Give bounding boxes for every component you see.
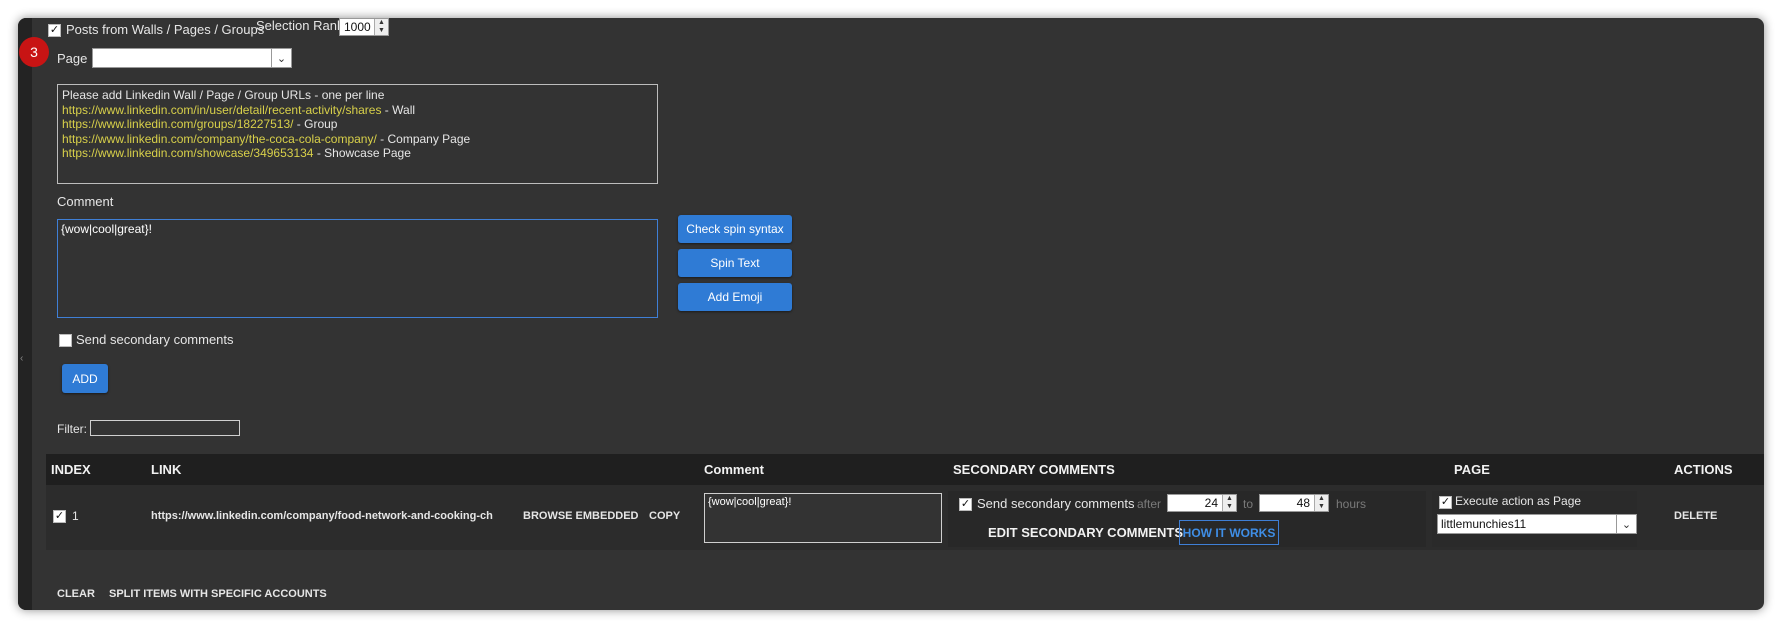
execute-as-page-checkbox[interactable]: ✓ bbox=[1439, 496, 1452, 509]
spin-text-button[interactable]: Spin Text bbox=[678, 249, 792, 277]
row-index: 1 bbox=[72, 509, 79, 523]
row-secondary-label: Send secondary comments bbox=[977, 496, 1135, 511]
urls-textarea[interactable]: Please add Linkedin Wall / Page / Group … bbox=[57, 84, 658, 184]
filter-input[interactable] bbox=[90, 420, 240, 436]
add-button[interactable]: ADD bbox=[62, 364, 108, 393]
selection-rank-value: 1000 bbox=[344, 20, 371, 34]
chevron-down-icon[interactable]: ⌄ bbox=[1616, 515, 1636, 533]
split-items-button[interactable]: SPLIT ITEMS WITH SPECIFIC ACCOUNTS bbox=[109, 588, 327, 600]
clear-button[interactable]: CLEAR bbox=[57, 588, 95, 600]
chevron-down-icon[interactable]: ⌄ bbox=[271, 49, 291, 67]
step-badge: 3 bbox=[19, 37, 49, 67]
row-secondary-checkbox[interactable]: ✓ bbox=[959, 498, 972, 511]
how-it-works-button[interactable]: HOW IT WORKS bbox=[1179, 520, 1279, 545]
add-emoji-button[interactable]: Add Emoji bbox=[678, 283, 792, 311]
row-page-select-value: littlemunchies11 bbox=[1441, 517, 1527, 531]
spin-up-icon[interactable]: ▲ bbox=[378, 19, 385, 26]
table-header: INDEX LINK Comment SECONDARY COMMENTS PA… bbox=[46, 454, 1764, 485]
header-actions: ACTIONS bbox=[1674, 462, 1733, 477]
posts-source-checkbox[interactable]: ✓ bbox=[48, 24, 61, 37]
table-row: ✓ 1 https://www.linkedin.com/company/foo… bbox=[46, 485, 1764, 550]
collapse-handle-icon[interactable]: ‹ bbox=[20, 353, 24, 364]
comment-textarea[interactable]: {wow|cool|great}! bbox=[57, 219, 658, 318]
hours-label: hours bbox=[1336, 497, 1367, 511]
to-hours-input[interactable]: 48 ▲▼ bbox=[1259, 494, 1329, 512]
url-example: https://www.linkedin.com/showcase/349653… bbox=[62, 146, 411, 160]
row-page-select[interactable]: littlemunchies11 ⌄ bbox=[1437, 514, 1637, 534]
delete-button[interactable]: DELETE bbox=[1674, 510, 1718, 522]
page-select[interactable]: ⌄ bbox=[92, 48, 292, 68]
page-label: Page bbox=[57, 51, 88, 66]
filter-label: Filter: bbox=[57, 422, 87, 436]
header-index[interactable]: INDEX bbox=[51, 462, 91, 477]
main-window: ‹ ✓ Posts from Walls / Pages / Groups Se… bbox=[18, 18, 1764, 610]
send-secondary-checkbox[interactable] bbox=[59, 334, 72, 347]
selection-rank-input[interactable]: 1000 ▲ ▼ bbox=[339, 18, 389, 36]
after-hours-input[interactable]: 24 ▲▼ bbox=[1167, 494, 1237, 512]
to-label: to bbox=[1243, 497, 1254, 511]
to-hours-stepper[interactable]: ▲▼ bbox=[1314, 495, 1328, 511]
header-comment[interactable]: Comment bbox=[704, 462, 764, 477]
url-example: https://www.linkedin.com/in/user/detail/… bbox=[62, 102, 416, 117]
comment-label: Comment bbox=[57, 194, 114, 209]
header-page[interactable]: PAGE bbox=[1454, 462, 1490, 477]
urls-intro-text: Please add Linkedin Wall / Page / Group … bbox=[62, 88, 385, 102]
after-label: after bbox=[1137, 497, 1162, 511]
row-select-checkbox[interactable]: ✓ bbox=[53, 510, 66, 523]
header-link[interactable]: LINK bbox=[151, 462, 182, 477]
send-secondary-label: Send secondary comments bbox=[76, 332, 234, 347]
posts-source-label: Posts from Walls / Pages / Groups bbox=[66, 22, 265, 37]
row-comment-textarea[interactable]: {wow|cool|great}! bbox=[704, 493, 942, 543]
check-spin-syntax-button[interactable]: Check spin syntax bbox=[678, 215, 792, 243]
spin-down-icon[interactable]: ▼ bbox=[378, 27, 385, 34]
selection-rank-label: Selection Rank bbox=[256, 18, 344, 33]
header-secondary-comments[interactable]: SECONDARY COMMENTS bbox=[953, 462, 1115, 477]
left-sidebar-strip: ‹ bbox=[18, 18, 32, 610]
page-cell: ✓ Execute action as Page littlemunchies1… bbox=[1432, 491, 1637, 547]
url-example: https://www.linkedin.com/company/the-coc… bbox=[62, 131, 471, 146]
execute-as-page-label: Execute action as Page bbox=[1455, 494, 1582, 508]
after-hours-stepper[interactable]: ▲▼ bbox=[1222, 495, 1236, 511]
edit-secondary-comments-button[interactable]: EDIT SECONDARY COMMENTS bbox=[988, 525, 1184, 540]
row-link[interactable]: https://www.linkedin.com/company/food-ne… bbox=[151, 510, 493, 522]
browse-embedded-link[interactable]: BROWSE EMBEDDED bbox=[523, 510, 639, 522]
copy-link[interactable]: COPY bbox=[649, 510, 681, 522]
selection-rank-stepper[interactable]: ▲ ▼ bbox=[374, 19, 388, 35]
secondary-comments-panel: ✓ Send secondary comments after 24 ▲▼ to… bbox=[948, 491, 1426, 547]
url-example: https://www.linkedin.com/groups/18227513… bbox=[62, 117, 338, 131]
